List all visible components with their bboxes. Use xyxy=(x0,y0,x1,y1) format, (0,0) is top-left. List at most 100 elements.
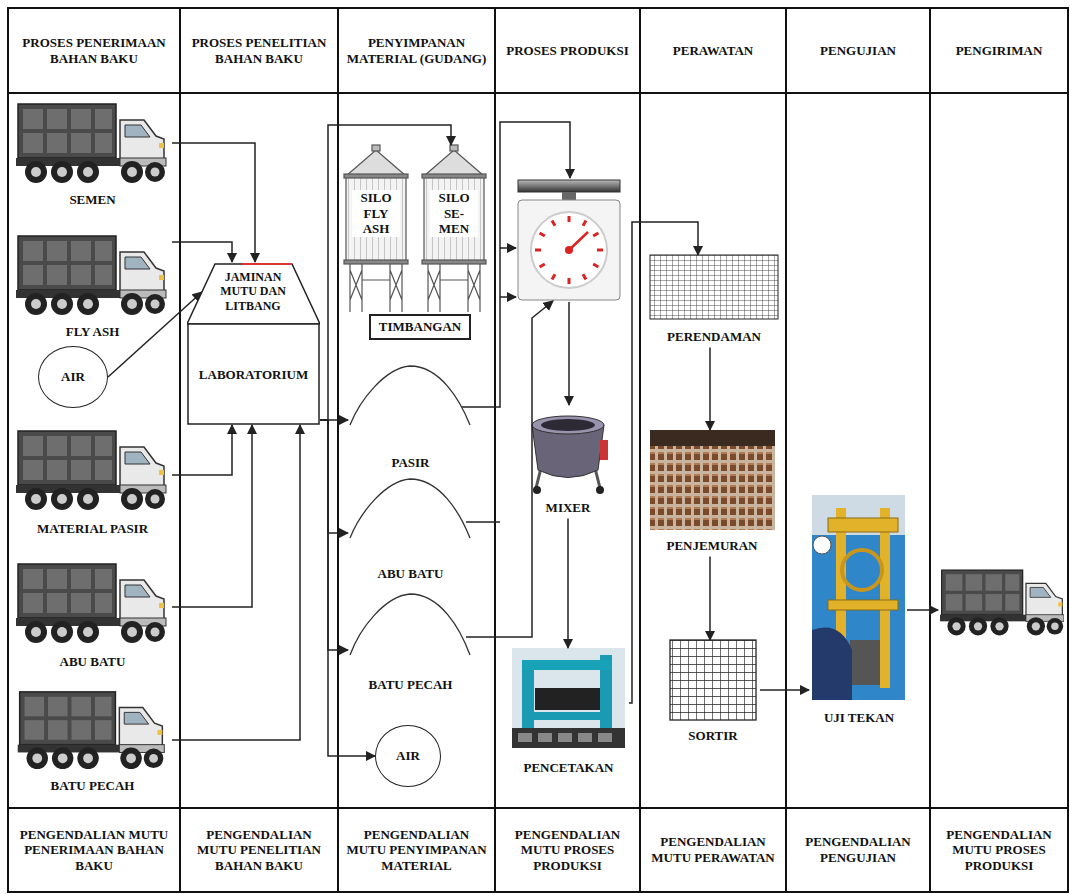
flow-connector xyxy=(320,125,451,420)
node-text: PENCETAKAN xyxy=(508,760,629,776)
flow-arrows-part xyxy=(462,122,570,407)
node-text: BATU PECAH xyxy=(346,677,475,693)
table-cell: PENGENDALIAN PENGUJIAN xyxy=(787,809,929,891)
curing-pictures-part xyxy=(650,255,778,319)
flow-connector xyxy=(320,420,348,650)
flow-arrows-part xyxy=(466,301,553,637)
scale-picture-part xyxy=(565,246,573,254)
silo-pictures-part xyxy=(422,260,486,264)
material-piles-part xyxy=(350,479,470,538)
table-cell-text: PENGENDALIAN MUTU PROSES PRODUKSI xyxy=(937,827,1061,874)
captioned-picture: SEMEN xyxy=(13,98,172,208)
truck-pictures-part xyxy=(16,104,166,183)
captioned-picture: PERENDAMAN xyxy=(646,255,782,345)
table-cell-text: PROSES PRODUKSI xyxy=(506,43,628,59)
table-cell: PENGENDALIAN MUTU PENELITIAN BAHAN BAKU xyxy=(181,809,337,891)
node-text: JAMINAN MUTU DAN LITBANG xyxy=(209,270,297,313)
silo-pictures-part xyxy=(344,260,408,264)
press-test-picture-part xyxy=(828,600,898,610)
silo-pictures-part xyxy=(350,264,402,312)
press-test-picture xyxy=(812,495,905,700)
table-cell: PENGENDALIAN MUTU PENYIMPANAN MATERIAL xyxy=(339,809,494,891)
picture-area xyxy=(525,408,611,494)
table-cell-text: PENGENDALIAN MUTU PENYIMPANAN MATERIAL xyxy=(345,827,488,874)
captioned-picture: MIXER xyxy=(525,408,611,516)
silo-pictures-part xyxy=(372,145,380,151)
table-cell: PERAWATAN xyxy=(641,9,785,92)
mixer-picture-part xyxy=(532,417,604,478)
table-cell: PENGENDALIAN MUTU PERAWATAN xyxy=(641,809,785,891)
node-text: PENJEMURAN xyxy=(646,538,778,554)
table-cell: PROSES PENERIMAAN BAHAN BAKU xyxy=(9,9,179,92)
node-text: MATERIAL PASIR xyxy=(13,521,172,537)
table-grid-part xyxy=(8,8,1068,892)
picture-area xyxy=(13,558,172,646)
scale-picture xyxy=(518,180,620,300)
moulding-machine-picture-part xyxy=(512,648,625,748)
silo-pictures xyxy=(344,145,486,312)
moulding-machine-picture-part xyxy=(538,733,552,742)
flow-connector xyxy=(760,689,809,691)
flow-arrows xyxy=(462,122,938,637)
laboratory-outline-part xyxy=(187,264,320,324)
captioned-picture: FLY ASH xyxy=(13,230,172,340)
press-test-picture-part xyxy=(842,550,882,590)
flow-arrows-part xyxy=(907,609,938,611)
table-cell-text: PENGENDALIAN MUTU PERAWATAN xyxy=(647,834,779,865)
silo-pictures-part xyxy=(450,145,458,151)
curing-pictures-part xyxy=(650,446,775,530)
node-text: AIR xyxy=(61,369,85,385)
flow-connector xyxy=(567,519,569,648)
table-cell-text: PENGENDALIAN MUTU PROSES PRODUKSI xyxy=(502,827,633,874)
silo-pictures-part xyxy=(428,264,480,312)
truck-pictures xyxy=(16,104,1064,769)
picture-area xyxy=(346,478,475,538)
oval-node: AIR xyxy=(38,346,108,408)
scale-picture-part xyxy=(562,192,576,200)
moulding-machine-picture-part xyxy=(512,728,625,748)
table-cell: PENGUJIAN xyxy=(787,9,929,92)
captioned-picture: PENCETAKAN xyxy=(508,648,629,776)
flow-arrows-part xyxy=(500,247,516,249)
scale-picture-part xyxy=(535,216,603,284)
node-text: ABU BATU xyxy=(346,566,475,582)
captioned-picture: SORTIR xyxy=(666,640,760,744)
truck-pictures-part xyxy=(940,570,1064,635)
scale-picture-part xyxy=(518,200,620,300)
box-text-area: LABORATORIUM xyxy=(187,324,320,425)
flow-connector xyxy=(172,143,255,262)
picture-area xyxy=(666,640,760,720)
node-text: MIXER xyxy=(525,500,611,516)
curing-pictures-part xyxy=(670,640,756,720)
table-cell: PENGENDALIAN MUTU PROSES PRODUKSI xyxy=(496,809,639,891)
flow-connector xyxy=(172,425,232,475)
press-test-picture-part xyxy=(812,628,852,701)
table-cell-text: PENYIMPANAN MATERIAL (GUDANG) xyxy=(345,35,488,66)
node-text: FLY ASH xyxy=(13,324,172,340)
captioned-picture: PENJEMURAN xyxy=(646,430,778,554)
node-text: AIR xyxy=(396,748,420,764)
flow-connector xyxy=(709,557,711,640)
press-test-picture-part xyxy=(812,495,905,535)
picture-area xyxy=(646,255,782,319)
table-cell-text: PENGENDALIAN MUTU PENELITIAN BAHAN BAKU xyxy=(187,827,331,874)
flow-connector xyxy=(320,420,348,533)
picture-area xyxy=(809,495,909,700)
silo-pictures-part xyxy=(346,176,406,262)
laboratory-building: JAMINAN MUTU DAN LITBANG LABORATORIUM xyxy=(187,262,320,425)
flow-connector xyxy=(172,242,232,262)
press-test-picture-part xyxy=(850,640,880,685)
picture-area xyxy=(13,230,172,318)
flow-arrows-part xyxy=(466,521,500,523)
table-grid xyxy=(8,8,1068,892)
captioned-picture: UJI TEKAN xyxy=(809,495,909,726)
picture-area xyxy=(13,425,172,513)
roof-text-area: JAMINAN MUTU DAN LITBANG xyxy=(209,270,297,313)
material-piles-part xyxy=(350,594,470,655)
material-piles-part xyxy=(350,366,470,425)
node-text: PERENDAMAN xyxy=(646,329,782,345)
process-box: TIMBANGAN xyxy=(369,314,471,340)
laboratory-outline-part xyxy=(188,324,319,424)
mixer-picture-part xyxy=(533,486,541,494)
